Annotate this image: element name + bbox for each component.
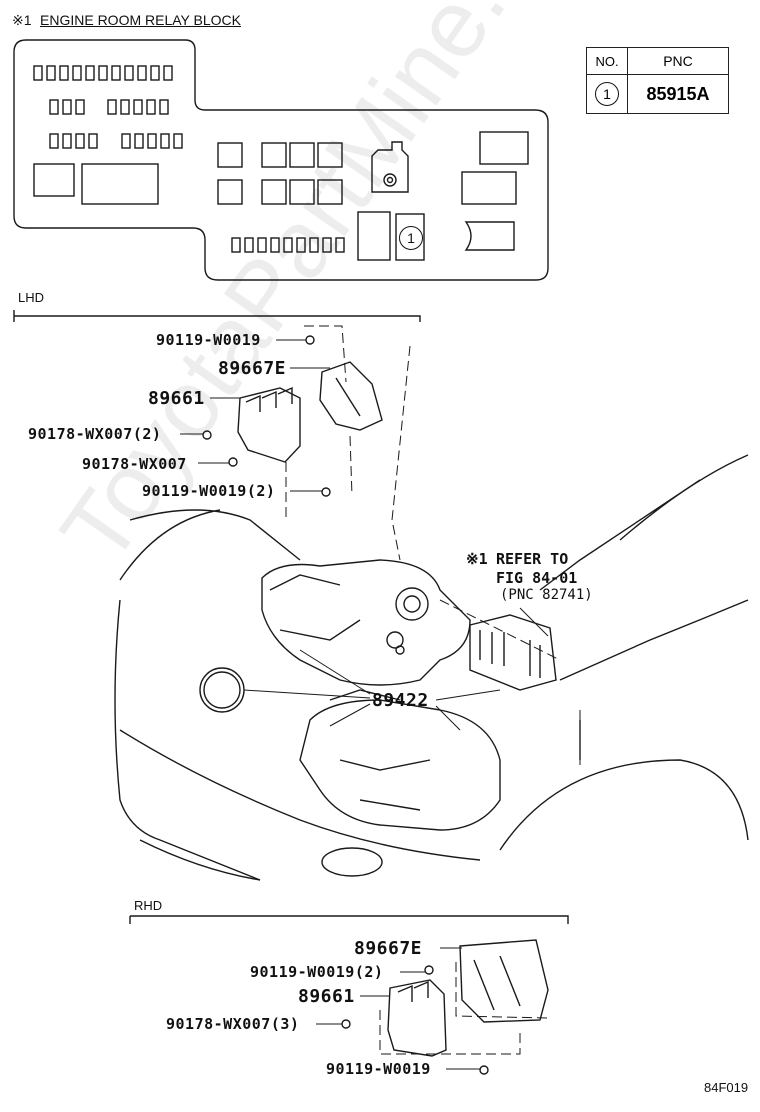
pnc-table-header-pnc: PNC <box>627 47 729 75</box>
headlamp <box>199 667 245 713</box>
refer-line-1: REFER TO <box>496 550 569 568</box>
relay-block-title: ENGINE ROOM RELAY BLOCK <box>40 12 241 28</box>
lhd-part-89667E: 89667E <box>218 358 287 379</box>
engine-block <box>261 559 471 686</box>
relay-tall <box>357 211 391 261</box>
rhd-bracket <box>129 915 569 924</box>
refer-line-2: FIG 84-01 <box>496 569 578 587</box>
relay-right-1 <box>479 131 529 165</box>
lhd-bracket-part <box>319 361 383 431</box>
lhd-part-90178-WX007: 90178-WX007 <box>82 455 187 473</box>
lhd-label: LHD <box>18 290 45 305</box>
transmission <box>299 699 501 831</box>
rhd-part-90119-W0019: 90119-W0019 <box>326 1060 431 1078</box>
relay-callout-1: 1 <box>399 226 423 250</box>
part-89422: 89422 <box>372 690 429 711</box>
refer-line-3: (PNC 82741) <box>500 587 593 603</box>
fuse-row-1 <box>33 65 173 81</box>
fuse-row-2 <box>49 99 169 115</box>
car-hood <box>119 454 749 681</box>
fog-lamp <box>321 847 383 877</box>
lhd-part-89661: 89661 <box>148 388 205 409</box>
fuse-row-3 <box>49 133 183 149</box>
relay-right-2 <box>461 171 517 205</box>
lhd-part-90119-W0019-2: 90119-W0019(2) <box>142 482 276 500</box>
relay-large-1 <box>33 163 75 197</box>
lhd-bracket <box>13 310 421 322</box>
car-fender <box>114 599 749 881</box>
pnc-table-header-no: NO. <box>586 47 628 75</box>
terminal-stud <box>371 141 409 193</box>
pnc-table-row-pnc: 85915A <box>627 74 729 114</box>
lhd-part-90119-W0019: 90119-W0019 <box>156 331 261 349</box>
rhd-part-90119-W0019-2: 90119-W0019(2) <box>250 963 384 981</box>
fuse-row-4 <box>231 237 345 253</box>
lhd-ecu <box>237 387 301 463</box>
pnc-table: NO. PNC 1 85915A <box>586 47 729 114</box>
lhd-part-90178-WX007-2: 90178-WX007(2) <box>28 425 162 443</box>
relay-block-title-marker: ※1 <box>12 12 32 28</box>
rhd-label: RHD <box>134 898 163 913</box>
relay-block-outline <box>13 39 549 281</box>
rhd-part-89667E: 89667E <box>354 938 423 959</box>
relay-grid <box>217 142 343 205</box>
pnc-table-row-no: 1 <box>595 82 619 106</box>
relay-large-2 <box>81 163 159 205</box>
relay-target <box>395 213 425 261</box>
bumper <box>119 729 481 881</box>
rhd-ecu <box>387 979 447 1057</box>
rhd-part-90178-WX007-3: 90178-WX007(3) <box>166 1015 300 1033</box>
refer-marker: ※1 <box>466 550 488 568</box>
connector-right <box>464 221 515 251</box>
rhd-part-89661: 89661 <box>298 986 355 1007</box>
figure-code: 84F019 <box>704 1080 749 1095</box>
engine-relay-block <box>469 614 557 691</box>
rhd-bracket-part <box>459 939 549 1023</box>
